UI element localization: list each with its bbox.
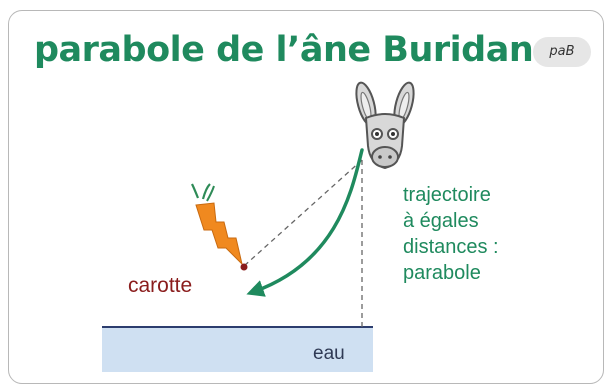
diagram-card	[8, 10, 604, 384]
page-title: parabole de l’âne Buridan	[34, 30, 534, 70]
distance-to-carrot-line	[243, 159, 363, 267]
water-label: eau	[313, 343, 345, 364]
carrot-point	[240, 263, 248, 271]
carrot-label: carotte	[128, 274, 193, 297]
trajectory-curve	[246, 148, 364, 297]
trajectory-label-line: parabole	[403, 262, 481, 284]
trajectory-label-line: distances :	[403, 236, 499, 258]
carrot-icon	[191, 183, 243, 266]
trajectory-label: trajectoire à égales distances : parabol…	[403, 182, 499, 286]
water-area	[102, 327, 373, 372]
trajectory-label-line: trajectoire	[403, 184, 491, 206]
donkey-head-icon	[355, 81, 415, 170]
badge-pab: paB	[533, 37, 591, 67]
trajectory-label-line: à égales	[403, 210, 479, 232]
